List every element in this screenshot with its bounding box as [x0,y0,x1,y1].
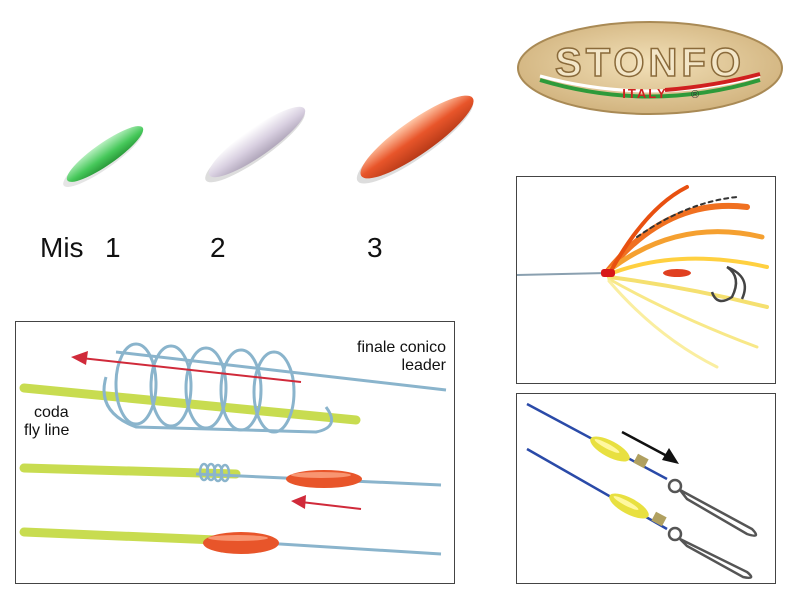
nail-knot-coils [102,342,334,434]
tube-fly-illustration [517,185,769,369]
fly-line-label-it: coda [34,404,69,421]
slide-arrow-line [300,501,362,510]
size-label-2: 2 [210,232,226,263]
knot-diagram: finale conico leader coda fly line [19,339,447,556]
slide-arrow-head [291,495,306,509]
pull-arrow-line [80,357,302,383]
size-prefix-label: Mis [40,232,84,263]
float-size-1 [63,126,144,187]
leader-label-it: finale conico [357,339,446,356]
pull-arrow-head [71,351,88,365]
float-size-2 [205,106,306,183]
size-label-1: 1 [105,232,121,263]
size-label-3: 3 [367,232,383,263]
leader-label-en: leader [402,357,447,374]
float-swivel-illustration [526,402,758,580]
logo-registered-mark: ® [691,89,699,101]
knot-diagram-panel: finale conico leader coda fly line [15,321,455,584]
fly-line-label-en: fly line [24,422,69,439]
tube-fly-photo-panel [516,176,776,384]
fly-line-step3 [19,527,221,545]
logo-country-text: ITALY [622,86,667,101]
leader-step1 [115,350,447,392]
float-size-3 [356,95,474,184]
logo-brand-text: STONFO [555,41,745,85]
tied-knot [198,462,231,483]
stonfo-logo: STONFO ITALY ® [517,21,783,115]
float-swivel-panel [516,393,776,584]
